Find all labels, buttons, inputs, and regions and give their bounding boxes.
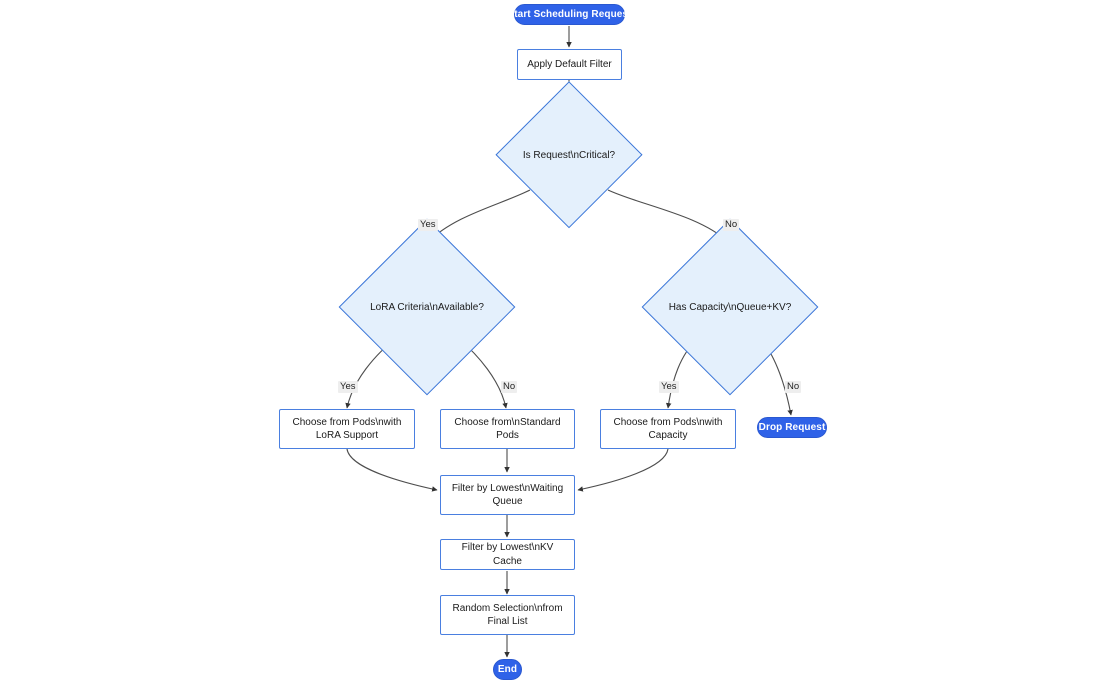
node-choose-standard-pods-line1: Choose from\nStandard <box>454 416 561 428</box>
node-choose-standard-pods-line2: Pods <box>496 430 519 441</box>
edge-choose-capacity-to-filter-queue <box>577 448 669 492</box>
node-filter-kv-cache-label: Filter by Lowest\nKV Cache <box>461 542 554 567</box>
node-random-selection-line1: Random Selection\nfrom <box>452 602 563 614</box>
node-apply-default-filter-label: Apply Default Filter <box>527 58 612 70</box>
edge-label-capacity-yes: Yes <box>659 381 679 393</box>
node-start-label: Start Scheduling Request <box>507 8 632 20</box>
node-choose-capacity-pods-line1: Choose from Pods\nwith <box>613 416 723 428</box>
node-choose-capacity-pods-line2: Capacity <box>648 430 688 441</box>
node-filter-waiting-queue-line1: Filter by Lowest\nWaiting <box>451 482 564 494</box>
edge-choose-lora-to-filter-queue <box>346 448 438 492</box>
node-is-request-critical[interactable]: Is Request\nCritical? <box>495 81 643 229</box>
node-drop-request-label: Drop Request <box>758 421 826 433</box>
edge-label-critical-yes: Yes <box>418 219 438 231</box>
node-end[interactable]: End <box>493 659 522 680</box>
node-has-capacity[interactable]: Has Capacity\nQueue+KV? <box>641 218 819 396</box>
node-start[interactable]: Start Scheduling Request <box>507 4 631 25</box>
node-choose-standard-pods[interactable]: Choose from\nStandard Pods <box>440 409 575 449</box>
edge-label-lora-no: No <box>501 381 518 393</box>
edge-label-capacity-no: No <box>785 381 802 393</box>
node-choose-lora-pods-line1: Choose from Pods\nwith <box>292 416 402 428</box>
node-choose-capacity-pods[interactable]: Choose from Pods\nwith Capacity <box>600 409 736 449</box>
node-apply-default-filter[interactable]: Apply Default Filter <box>517 49 622 80</box>
node-choose-lora-pods[interactable]: Choose from Pods\nwith LoRA Support <box>279 409 415 449</box>
node-has-capacity-label: Has Capacity\nQueue+KV? <box>668 301 792 313</box>
node-lora-criteria-available-label: LoRA Criteria\nAvailable? <box>370 301 484 313</box>
node-random-selection-line2: Final List <box>487 616 528 627</box>
edge-label-lora-yes: Yes <box>338 381 358 393</box>
node-filter-waiting-queue-line2: Queue <box>492 496 523 507</box>
node-choose-lora-pods-line2: LoRA Support <box>315 430 379 441</box>
node-filter-kv-cache[interactable]: Filter by Lowest\nKV Cache <box>440 539 575 570</box>
node-end-label: End <box>497 663 518 675</box>
node-is-request-critical-label: Is Request\nCritical? <box>522 149 616 161</box>
node-drop-request[interactable]: Drop Request <box>757 417 827 438</box>
edge-label-critical-no: No <box>723 219 740 231</box>
node-random-selection[interactable]: Random Selection\nfrom Final List <box>440 595 575 635</box>
node-lora-criteria-available[interactable]: LoRA Criteria\nAvailable? <box>338 218 516 396</box>
node-filter-waiting-queue[interactable]: Filter by Lowest\nWaiting Queue <box>440 475 575 515</box>
